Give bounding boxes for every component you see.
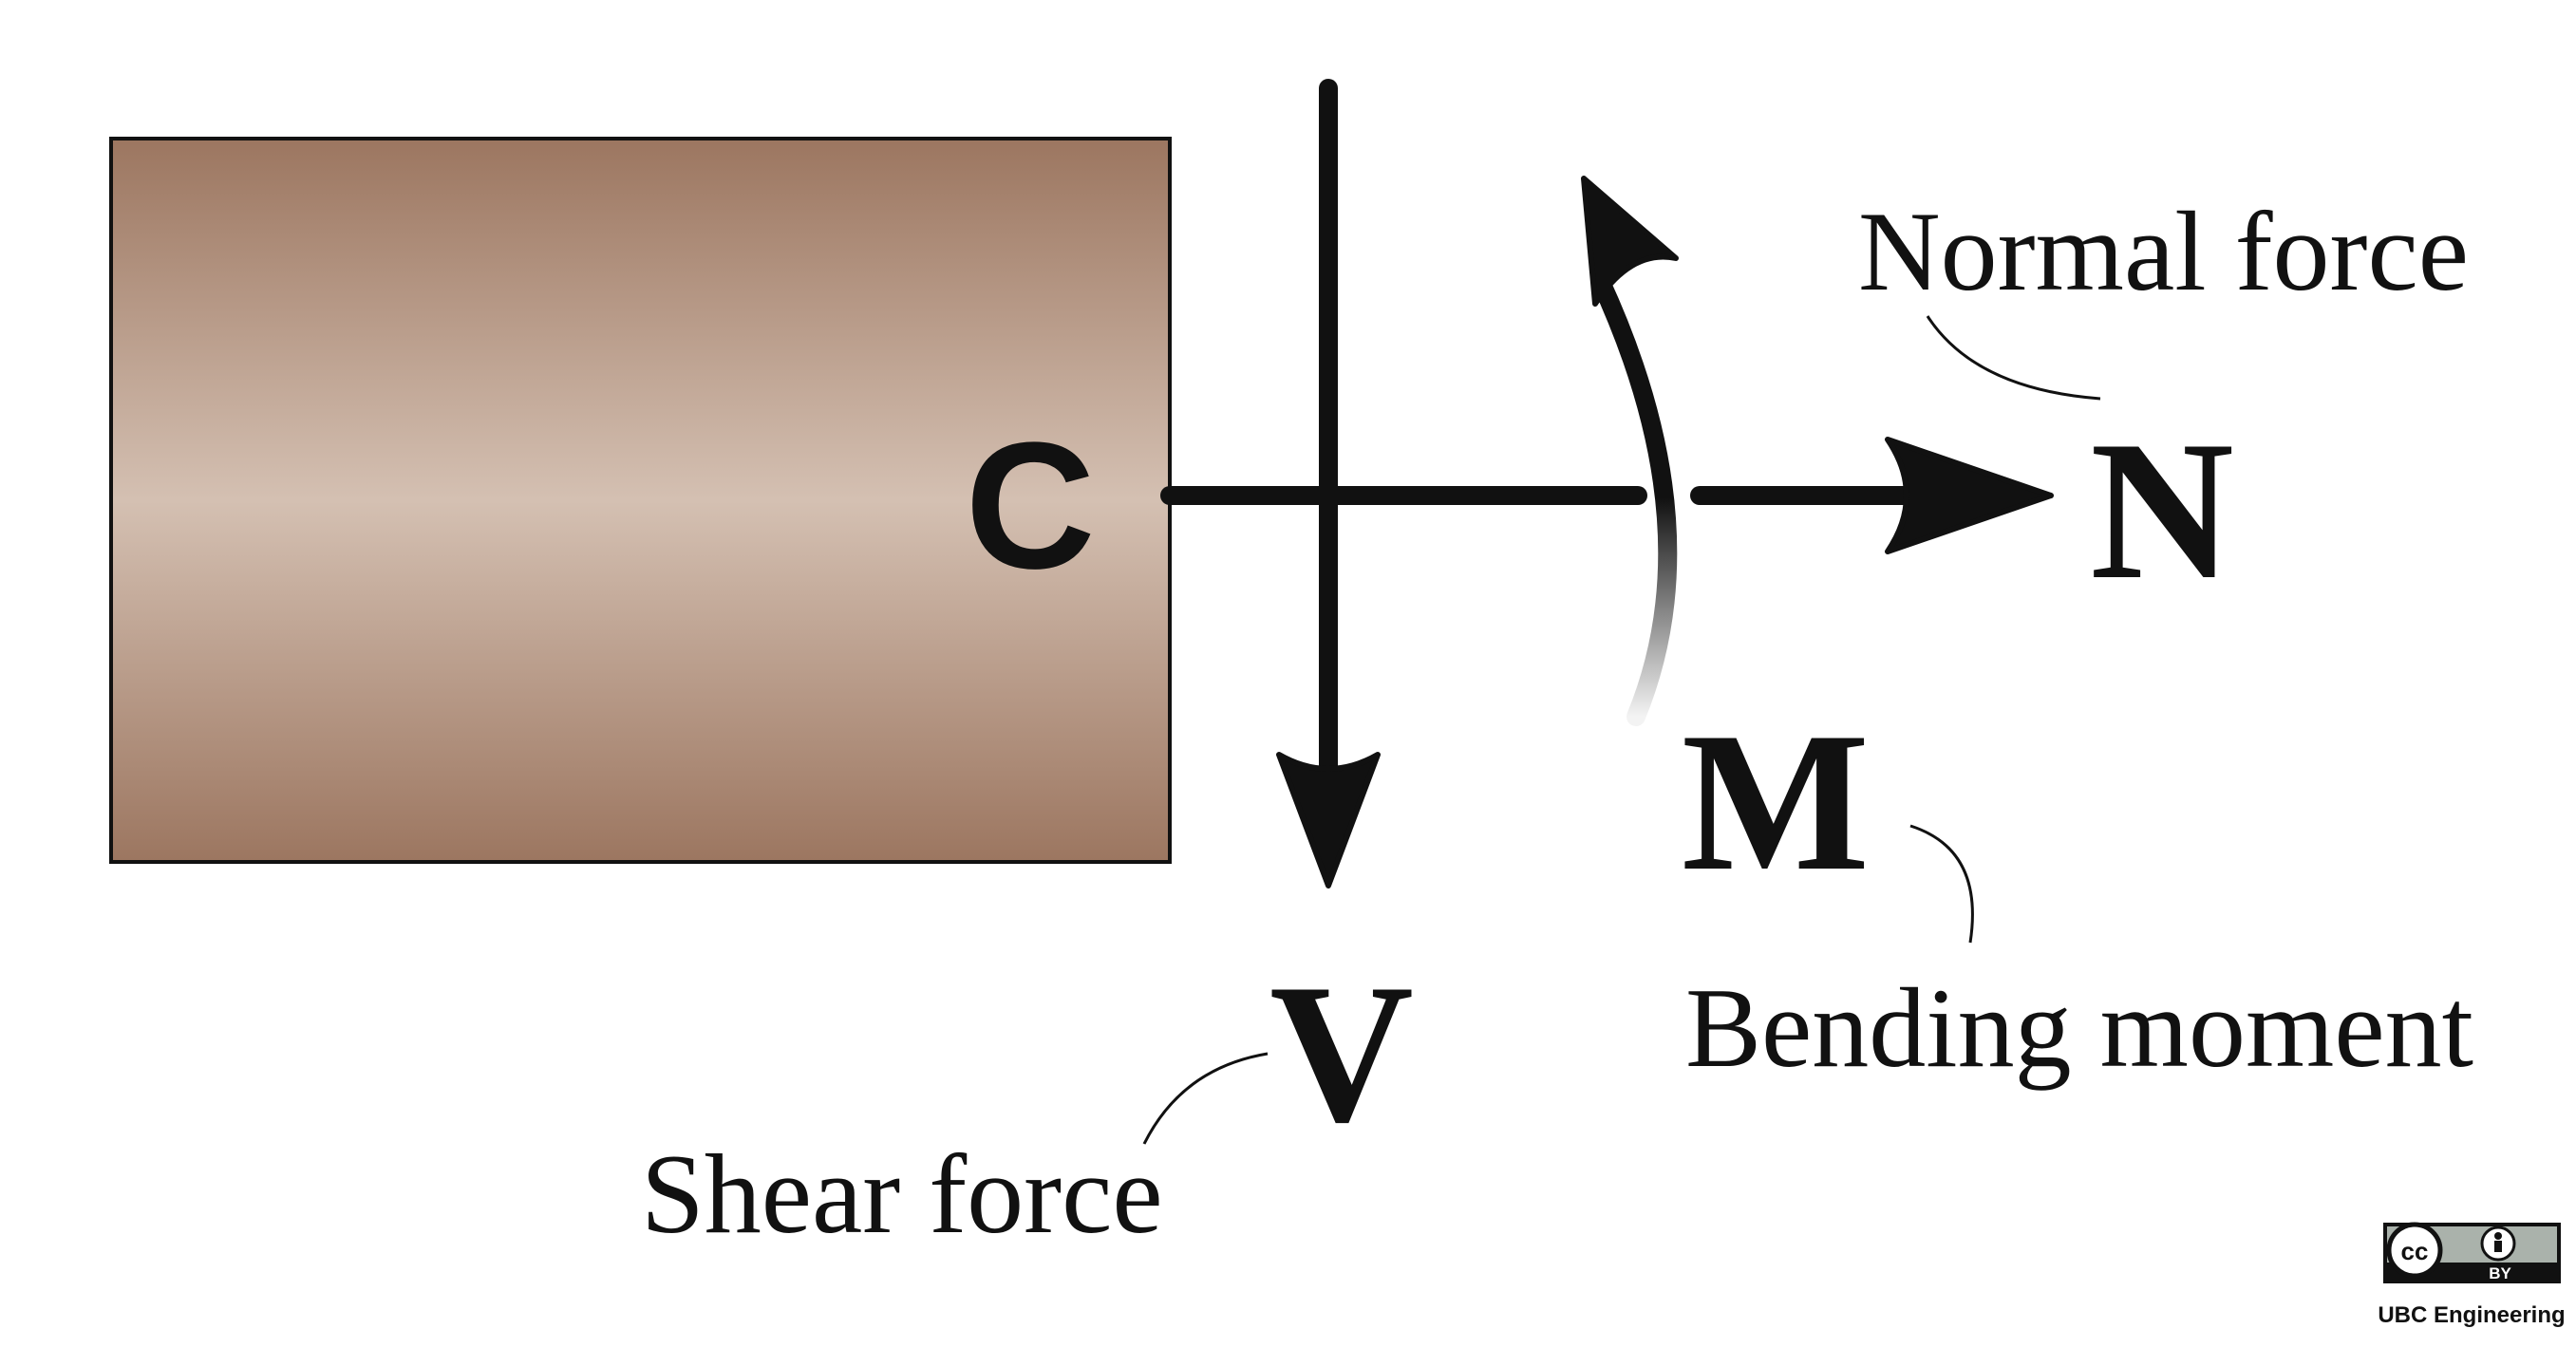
bending-moment-label: Bending moment bbox=[1685, 964, 2473, 1091]
normal-force-leader bbox=[1926, 315, 2101, 401]
svg-text:cc: cc bbox=[2401, 1237, 2429, 1265]
normal-force-arrowhead bbox=[1885, 437, 2054, 554]
bending-moment-arrowhead bbox=[1581, 176, 1679, 307]
license-badge: cc BY bbox=[2383, 1222, 2561, 1283]
normal-force-label: Normal force bbox=[1858, 188, 2469, 314]
shear-force-label: Shear force bbox=[641, 1131, 1163, 1257]
section-label: C bbox=[965, 405, 1095, 607]
shear-force-arrowhead bbox=[1276, 752, 1381, 889]
bending-moment-arc bbox=[1590, 271, 1678, 726]
bending-moment-symbol: M bbox=[1682, 692, 1870, 912]
license-attribution: UBC Engineering bbox=[2378, 1302, 2565, 1328]
beam-body bbox=[109, 137, 1172, 864]
shear-force-symbol: V bbox=[1269, 944, 1414, 1164]
shear-force-leader bbox=[1142, 1052, 1269, 1145]
normal-force-symbol: N bbox=[2090, 401, 2234, 621]
cc-icon bbox=[2386, 1222, 2443, 1279]
bending-moment-leader bbox=[1909, 824, 1974, 944]
svg-text:BY: BY bbox=[2489, 1264, 2511, 1282]
